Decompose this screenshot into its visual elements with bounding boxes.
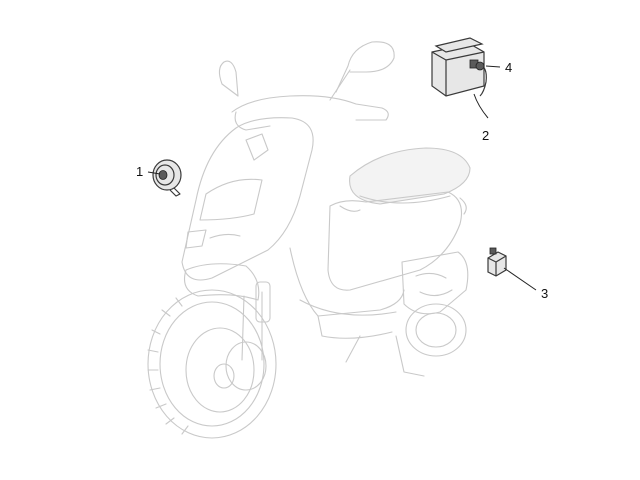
battery-terminal-part (475, 61, 485, 71)
leader-horn (147, 171, 161, 175)
leader-relay (503, 267, 537, 291)
relay-part (487, 247, 507, 277)
leader-battery (473, 93, 489, 119)
callout-battery-terminal: 4 (505, 60, 512, 75)
callout-battery: 2 (482, 128, 489, 143)
leader-terminal (485, 65, 501, 68)
callout-horn: 1 (136, 164, 143, 179)
leader-lines (147, 65, 537, 291)
callout-relay: 3 (541, 286, 548, 301)
battery-part (431, 37, 487, 97)
horn-part (152, 159, 182, 197)
scooter-outline (147, 41, 471, 439)
